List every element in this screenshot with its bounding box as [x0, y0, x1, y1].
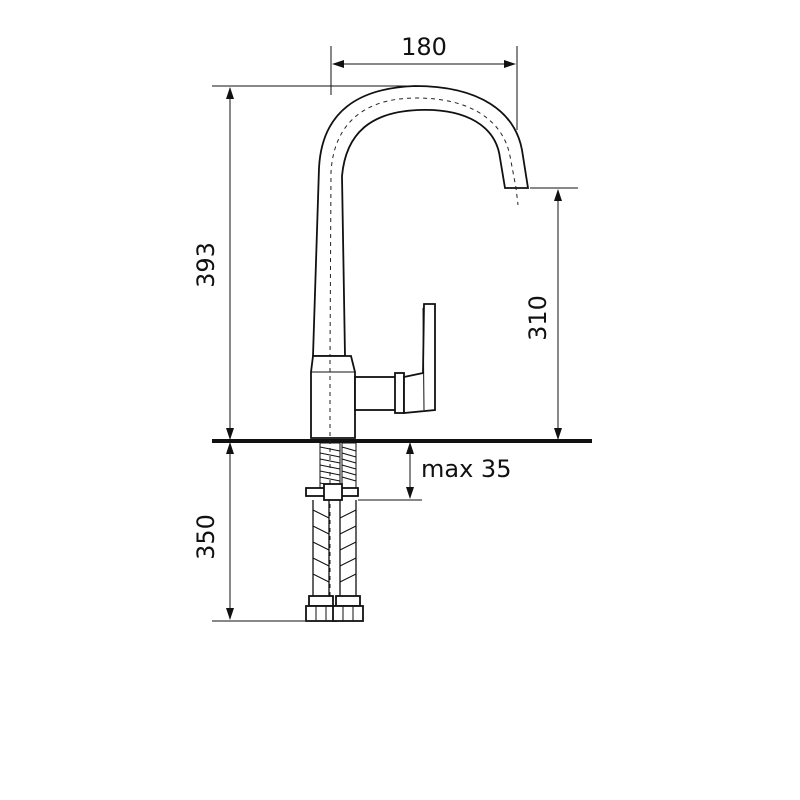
dimension-max-thickness: max 35 [358, 442, 511, 501]
dimension-spout-reach: 180 [330, 33, 518, 130]
spout-centerline [329, 97, 519, 359]
dimension-hose-length: 350 [192, 442, 305, 622]
mounting-nut [323, 483, 343, 501]
dimension-total-height: 393 [192, 85, 420, 440]
handle-stem [354, 376, 398, 411]
lever-edge [422, 307, 425, 411]
spout-outline [312, 85, 530, 357]
mounting-assembly [305, 442, 364, 622]
handle-collar [394, 372, 405, 414]
faucet-body [310, 85, 530, 620]
dimension-label-max-35: max 35 [421, 455, 511, 483]
hose-left [305, 500, 337, 622]
faucet-base [310, 355, 356, 439]
dimension-label-310: 310 [524, 295, 552, 341]
dimension-label-350: 350 [192, 514, 220, 560]
hose-right [332, 500, 364, 622]
dimension-label-180: 180 [401, 33, 447, 61]
threaded-rods [319, 442, 357, 492]
handle-lever [403, 303, 436, 414]
dimension-label-393: 393 [192, 242, 220, 288]
dimension-spout-height: 310 [524, 187, 578, 440]
